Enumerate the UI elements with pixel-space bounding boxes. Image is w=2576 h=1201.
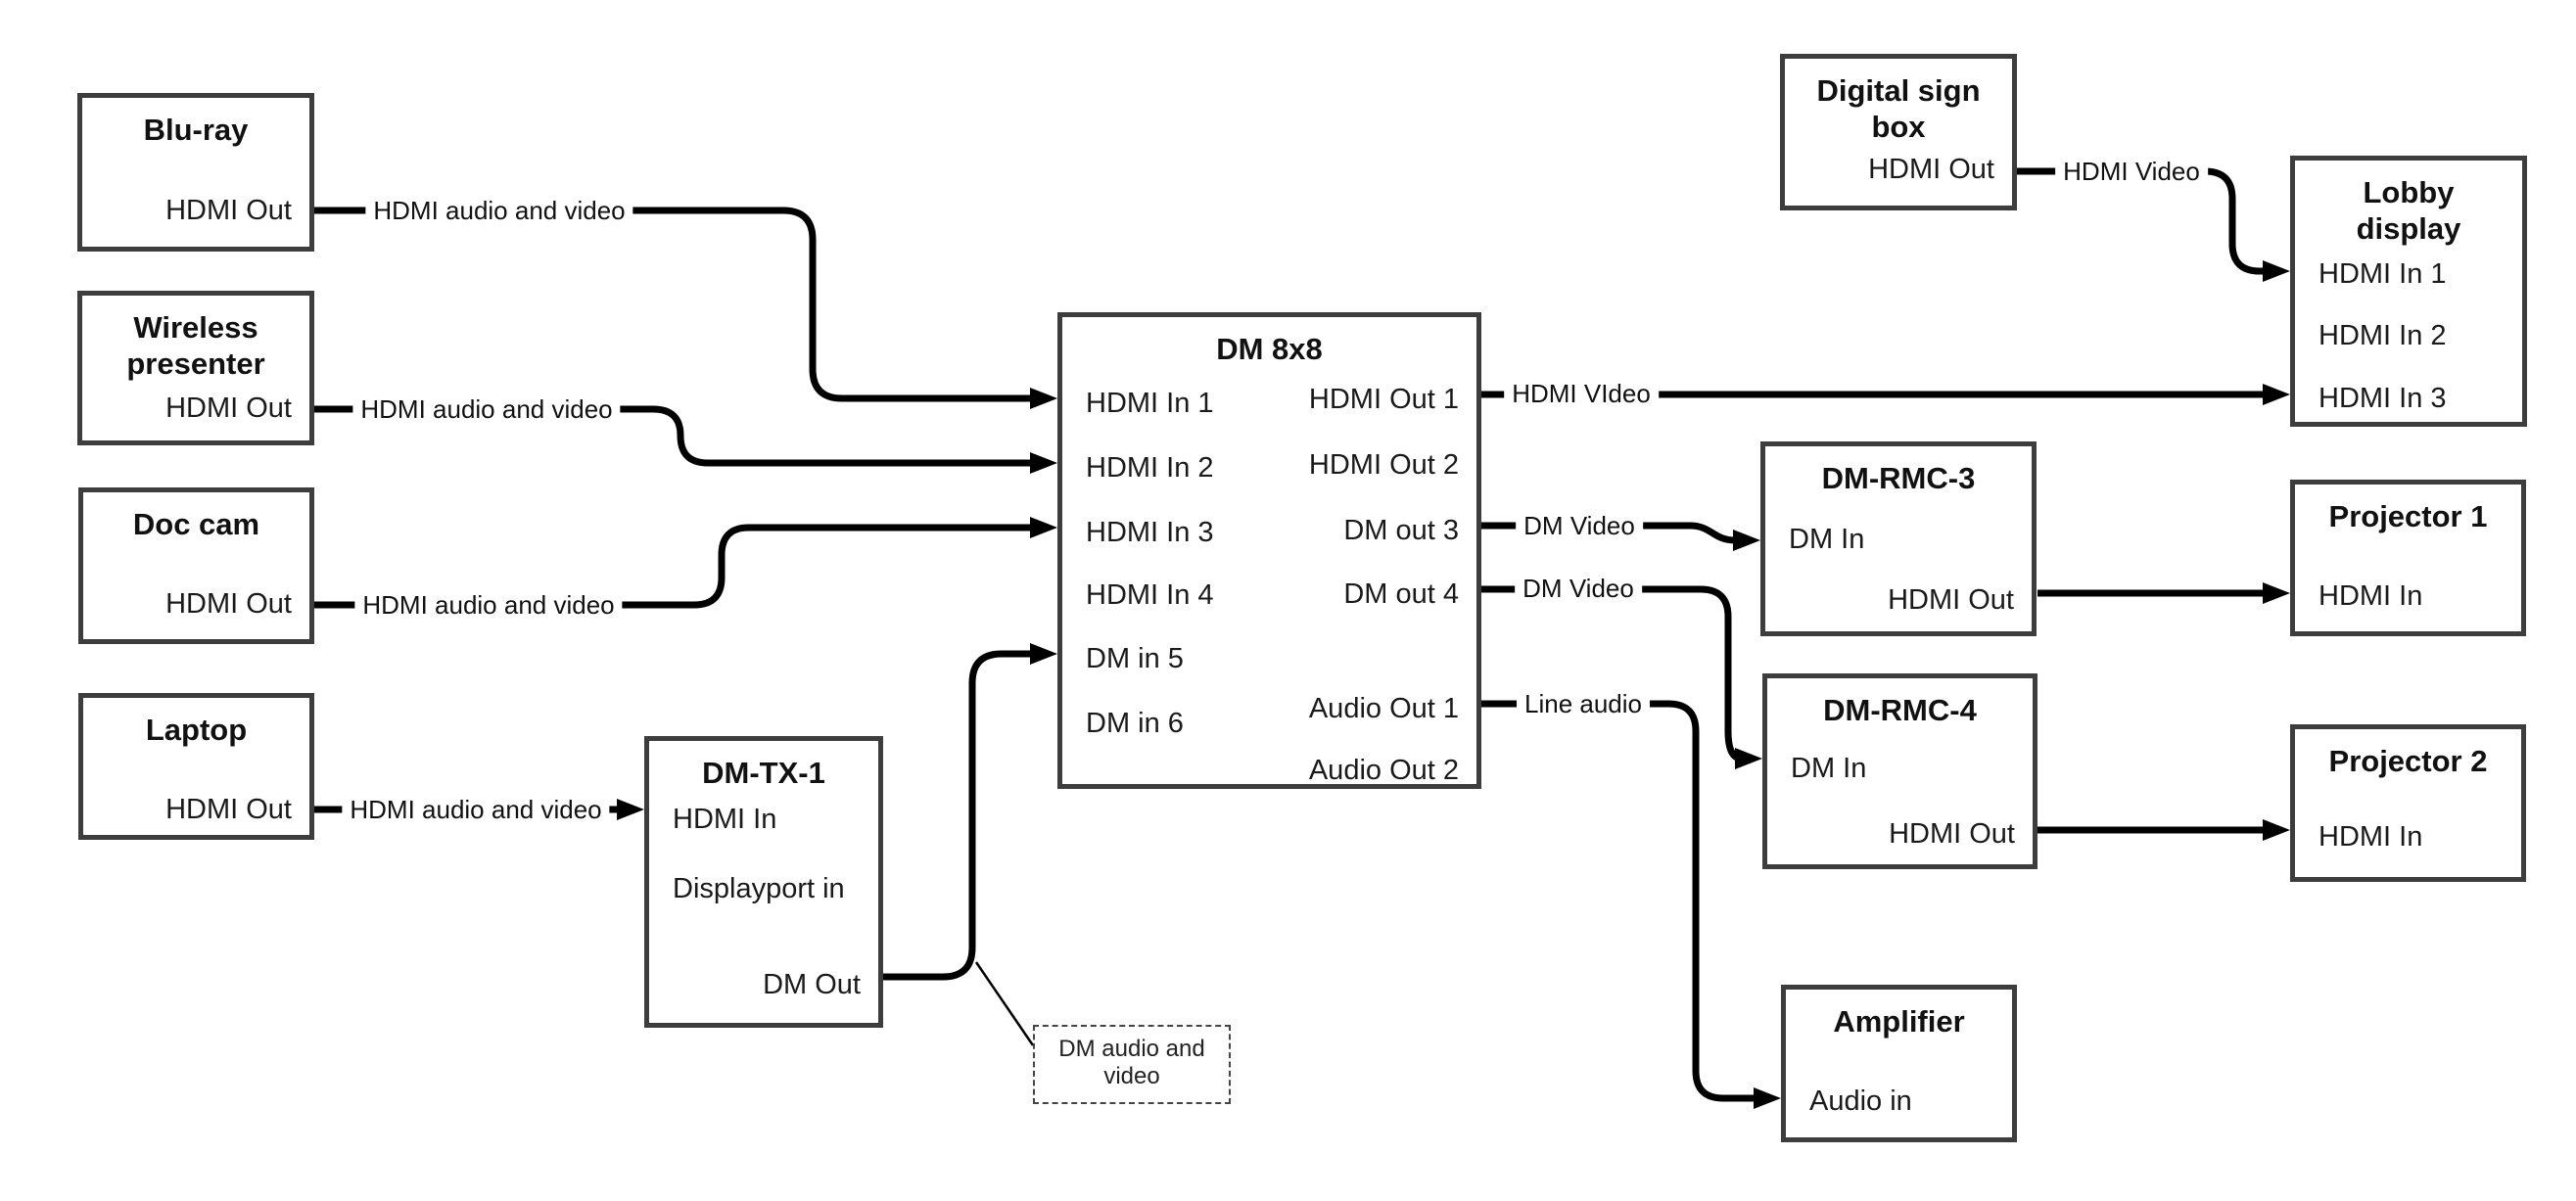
node-wireless-presenter: Wireless presenter HDMI Out [77, 291, 314, 445]
node-projector-2: Projector 2 HDMI In [2290, 724, 2526, 882]
port-dm-out-4: DM out 4 [1343, 578, 1459, 610]
arrow-icon [2263, 384, 2290, 405]
node-title: DM 8x8 [1216, 332, 1323, 366]
port-dm-in: DM In [1791, 753, 1867, 784]
port-hdmi-in-1: HDMI In 1 [2318, 258, 2447, 290]
port-hdmi-out-1: HDMI Out 1 [1308, 384, 1459, 415]
port-audio-out-2: Audio Out 2 [1308, 755, 1459, 786]
port-hdmi-out: HDMI Out [165, 393, 292, 424]
port-audio-in: Audio in [1809, 1086, 1912, 1117]
edge-label-hdmi-av-wireless: HDMI audio and video [352, 393, 621, 425]
edge-label-hdmi-av-bluray: HDMI audio and video [365, 195, 633, 226]
arrow-icon [2263, 819, 2290, 841]
port-hdmi-in-2: HDMI In 2 [2318, 320, 2447, 351]
port-hdmi-in: HDMI In [2318, 821, 2423, 853]
arrow-icon [617, 799, 644, 820]
arrow-icon [1754, 1087, 1781, 1109]
arrow-icon [1030, 452, 1057, 474]
port-displayport-in: Displayport in [673, 873, 845, 904]
port-hdmi-out: HDMI Out [165, 794, 292, 825]
port-hdmi-in-4: HDMI In 4 [1086, 579, 1214, 611]
arrow-icon [2263, 260, 2290, 282]
port-hdmi-out: HDMI Out [165, 588, 292, 620]
edge-dm8x8-rmc3 [1481, 522, 1736, 544]
node-title: Doc cam [132, 507, 260, 541]
node-digital-sign-box: Digital sign box HDMI Out [1780, 54, 2017, 210]
node-blu-ray: Blu-ray HDMI Out [77, 93, 314, 252]
node-title: Laptop [145, 713, 248, 747]
arrow-icon [1030, 388, 1057, 409]
node-title: Lobby display [2356, 175, 2461, 246]
arrow-icon [1735, 748, 1762, 769]
node-dm-rmc-3: DM-RMC-3 DM In HDMI Out [1760, 441, 2037, 636]
edge-label-line-audio: Line audio [1517, 688, 1650, 719]
port-dm-in-5: DM in 5 [1086, 643, 1184, 674]
node-title: Blu-ray [143, 113, 249, 147]
port-dm-in-6: DM in 6 [1086, 708, 1184, 739]
arrow-icon [1030, 517, 1057, 538]
port-hdmi-in: HDMI In [673, 804, 777, 835]
note-callout-line [974, 961, 1035, 1046]
edge-dm8x8-amplifier [1481, 700, 1757, 1102]
edge-label-hdmi-video-sign: HDMI Video [2055, 156, 2208, 187]
arrow-icon [1733, 530, 1760, 551]
node-lobby-display: Lobby display HDMI In 1 HDMI In 2 HDMI I… [2290, 156, 2527, 427]
node-dm-rmc-4: DM-RMC-4 DM In HDMI Out [1762, 673, 2037, 869]
port-dm-out: DM Out [763, 969, 861, 1000]
edge-sign-lobby [2017, 167, 2267, 275]
port-hdmi-out: HDMI Out [1888, 584, 2014, 616]
node-dm-tx-1: DM-TX-1 HDMI In Displayport in DM Out [644, 736, 883, 1028]
node-title: DM-RMC-3 [1821, 461, 1976, 495]
port-hdmi-out: HDMI Out [1868, 154, 1994, 185]
node-projector-1: Projector 1 HDMI In [2290, 480, 2526, 636]
arrow-icon [2263, 582, 2290, 604]
edge-label-hdmi-video-out1: HDMI VIdeo [1504, 378, 1659, 409]
arrowheads [617, 260, 2290, 1109]
node-doc-cam: Doc cam HDMI Out [78, 487, 314, 644]
edge-wireless-dm8x8 [314, 405, 1034, 467]
edge-label-dm-video-out4: DM Video [1515, 573, 1642, 604]
port-hdmi-in-3: HDMI In 3 [1086, 517, 1214, 548]
edge-label-hdmi-av-doccam: HDMI audio and video [354, 589, 623, 621]
node-title: Amplifier [1833, 1004, 1965, 1039]
edge-dm8x8-rmc4 [1481, 585, 1743, 762]
node-amplifier: Amplifier Audio in [1781, 985, 2017, 1142]
edge-label-dm-video-out3: DM Video [1516, 510, 1643, 541]
port-audio-out-1: Audio Out 1 [1308, 693, 1459, 724]
node-title: DM-TX-1 [702, 756, 825, 790]
node-title: Projector 1 [2328, 499, 2488, 533]
port-hdmi-in: HDMI In [2318, 580, 2423, 612]
node-title: Digital sign box [1816, 73, 1981, 144]
node-title: Projector 2 [2328, 744, 2488, 778]
port-dm-in: DM In [1789, 524, 1865, 555]
port-hdmi-in-3: HDMI In 3 [2318, 383, 2447, 414]
port-hdmi-out: HDMI Out [165, 195, 292, 226]
node-laptop: Laptop HDMI Out [78, 693, 314, 840]
port-dm-out-3: DM out 3 [1343, 515, 1459, 546]
edge-label-hdmi-av-laptop: HDMI audio and video [342, 794, 610, 825]
arrow-icon [1030, 643, 1057, 665]
node-title: Wireless presenter [126, 310, 265, 381]
note-dm-audio-and-video: DM audio and video [1033, 1025, 1231, 1104]
edge-bluray-dm8x8 [314, 207, 1034, 402]
edge-dmtx1-dm8x8 [883, 650, 1034, 981]
port-hdmi-out: HDMI Out [1889, 818, 2015, 850]
port-hdmi-in-1: HDMI In 1 [1086, 388, 1214, 419]
port-hdmi-in-2: HDMI In 2 [1086, 452, 1214, 484]
node-dm-8x8: DM 8x8 HDMI In 1 HDMI In 2 HDMI In 3 HDM… [1057, 312, 1481, 789]
edge-doccam-dm8x8 [314, 524, 1034, 609]
node-title: DM-RMC-4 [1823, 693, 1977, 727]
port-hdmi-out-2: HDMI Out 2 [1308, 449, 1459, 481]
